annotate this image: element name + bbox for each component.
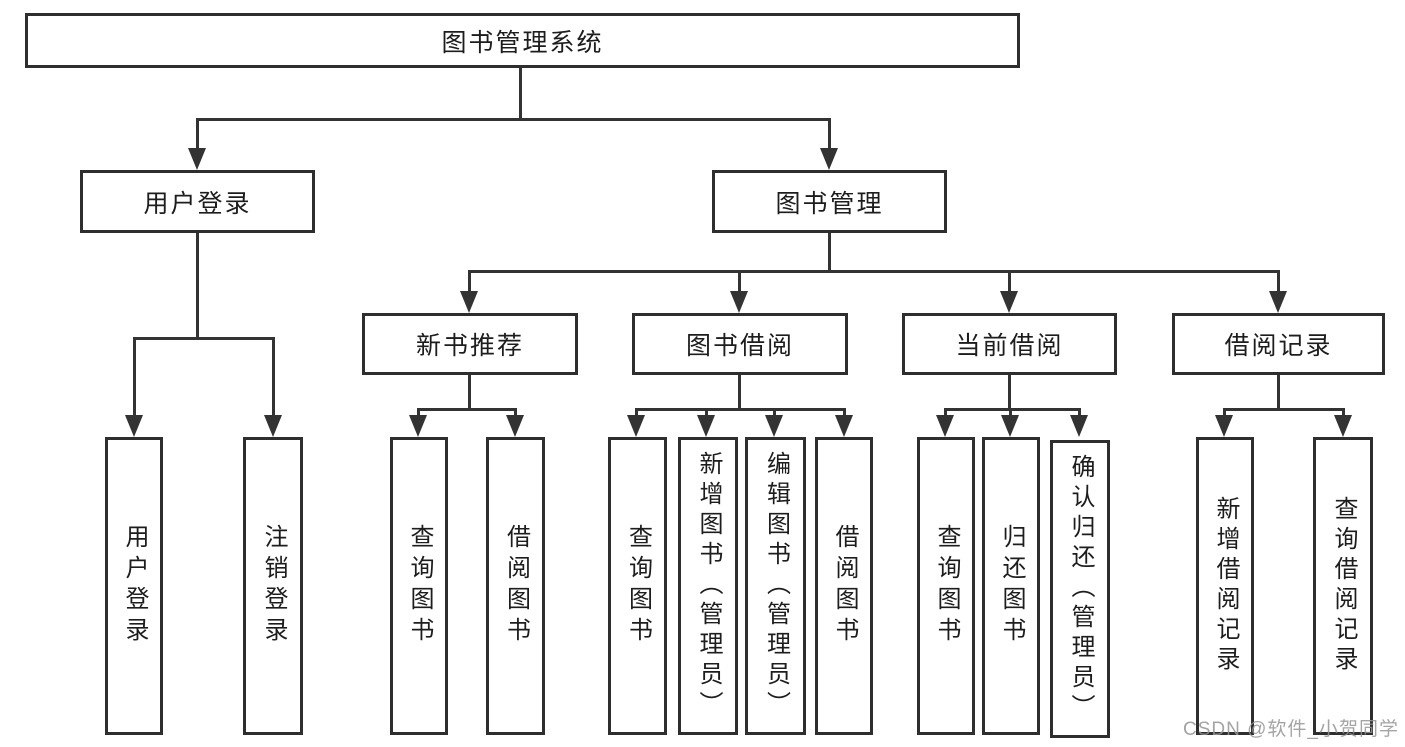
node-book-mgmt: 图书管理 (712, 170, 947, 233)
arrowhead-book-mgmt (820, 148, 838, 170)
connector-drop-borrow-record (1277, 270, 1280, 295)
connector-br-stem (1277, 375, 1280, 411)
arrowhead-cb-return (1001, 415, 1019, 437)
leaf-bb-edit-books-admin: 编辑图书（管理员） (745, 437, 806, 735)
arrowhead-cb-confirm (1070, 415, 1088, 437)
node-root-label: 图书管理系统 (441, 28, 604, 57)
node-new-book-rec: 新书推荐 (362, 313, 578, 375)
connector-user-stem (196, 233, 199, 339)
leaf-user-login: 用户登录 (105, 437, 163, 735)
leaf-nb-borrow-books: 借阅图书 (486, 437, 545, 735)
node-book-borrow: 图书借阅 (632, 313, 848, 375)
connector-drop-br-add (1223, 408, 1226, 420)
leaf-cb-return-books-label: 归还图书 (998, 524, 1025, 648)
leaf-cb-query-books-label: 查询图书 (933, 524, 960, 648)
node-new-book-rec-label: 新书推荐 (415, 332, 524, 360)
connector-drop-bb-borrow (843, 408, 846, 420)
csdn-watermark: CSDN @软件_小贺同学 (1183, 719, 1399, 740)
connector-mgmt-bar (468, 270, 1280, 273)
connector-drop-bb-edit (773, 408, 776, 420)
arrowhead-user-login (188, 148, 206, 170)
connector-nb-bar (417, 408, 517, 411)
arrowhead-new-book-rec (460, 291, 478, 313)
arrowhead-bb-edit (765, 415, 783, 437)
arrowhead-nb-query (409, 415, 427, 437)
leaf-br-add-record: 新增借阅记录 (1196, 437, 1254, 735)
connector-drop-bb-query (635, 408, 638, 420)
connector-drop-br-query (1342, 408, 1345, 420)
arrowhead-cb-query (936, 415, 954, 437)
connector-nb-stem (468, 375, 471, 411)
leaf-bb-add-books-admin-label: 新增图书（管理员） (695, 451, 722, 721)
leaf-bb-borrow-books-label: 借阅图书 (831, 524, 858, 648)
leaf-cb-return-books: 归还图书 (982, 437, 1040, 735)
leaf-nb-query-books-label: 查询图书 (406, 524, 433, 648)
arrowhead-ul-login (125, 415, 143, 437)
arrowhead-bb-add (697, 415, 715, 437)
leaf-logout: 注销登录 (243, 437, 303, 735)
node-book-borrow-label: 图书借阅 (685, 332, 794, 360)
connector-drop-user-login (196, 118, 199, 152)
arrowhead-ul-logout (264, 415, 282, 437)
connector-drop-cb-return (1009, 408, 1012, 420)
leaf-user-login-label: 用户登录 (121, 524, 148, 648)
leaf-br-query-record-label: 查询借阅记录 (1330, 496, 1357, 676)
connector-mgmt-stem (828, 233, 831, 272)
connector-drop-cb-query (944, 408, 947, 420)
leaf-cb-confirm-return-admin-label: 确认归还（管理员） (1067, 454, 1094, 724)
connector-bb-stem (738, 375, 741, 411)
connector-cb-stem (1008, 375, 1011, 411)
arrowhead-borrow-record (1269, 291, 1287, 313)
leaf-logout-label: 注销登录 (260, 524, 287, 648)
connector-drop-new-book-rec (468, 270, 471, 295)
leaf-br-add-record-label: 新增借阅记录 (1212, 496, 1239, 676)
arrowhead-bb-borrow (835, 415, 853, 437)
connector-drop-book-borrow (738, 270, 741, 295)
leaf-bb-query-books: 查询图书 (608, 437, 667, 735)
leaf-br-query-record: 查询借阅记录 (1313, 437, 1373, 735)
leaf-cb-confirm-return-admin: 确认归还（管理员） (1050, 440, 1110, 738)
connector-drop-nb-query (417, 408, 420, 420)
node-user-login-label: 用户登录 (143, 189, 252, 218)
connector-cb-bar (944, 408, 1081, 411)
connector-drop-current-borrow (1008, 270, 1011, 295)
node-current-borrow-label: 当前借阅 (955, 332, 1064, 360)
arrowhead-nb-borrow (506, 415, 524, 437)
leaf-nb-borrow-books-label: 借阅图书 (502, 524, 530, 648)
connector-root-stem (519, 68, 522, 120)
connector-bb-bar (635, 408, 846, 411)
connector-drop-bb-add (705, 408, 708, 420)
connector-drop-ul-login (133, 337, 136, 419)
arrowhead-book-borrow (730, 291, 748, 313)
node-book-mgmt-label: 图书管理 (775, 189, 884, 218)
connector-drop-book-mgmt (828, 118, 831, 152)
connector-drop-cb-confirm (1078, 408, 1081, 420)
arrowhead-bb-query (627, 415, 645, 437)
leaf-bb-edit-books-admin-label: 编辑图书（管理员） (762, 451, 790, 721)
arrowhead-current-borrow (1000, 291, 1018, 313)
connector-drop-ul-logout (272, 337, 275, 419)
leaf-nb-query-books: 查询图书 (390, 437, 448, 735)
node-root: 图书管理系统 (25, 13, 1020, 68)
node-user-login: 用户登录 (80, 170, 315, 233)
node-current-borrow: 当前借阅 (902, 313, 1117, 375)
node-borrow-record: 借阅记录 (1172, 313, 1385, 375)
leaf-bb-borrow-books: 借阅图书 (815, 437, 873, 735)
connector-root-bar (196, 118, 831, 121)
arrowhead-br-add (1215, 415, 1233, 437)
connector-user-bar (133, 337, 275, 340)
connector-drop-nb-borrow (514, 408, 517, 420)
leaf-cb-query-books: 查询图书 (917, 437, 975, 735)
connector-br-bar (1223, 408, 1345, 411)
leaf-bb-add-books-admin: 新增图书（管理员） (678, 437, 738, 735)
node-borrow-record-label: 借阅记录 (1224, 332, 1333, 360)
arrowhead-br-query (1334, 415, 1352, 437)
leaf-bb-query-books-label: 查询图书 (624, 524, 652, 648)
